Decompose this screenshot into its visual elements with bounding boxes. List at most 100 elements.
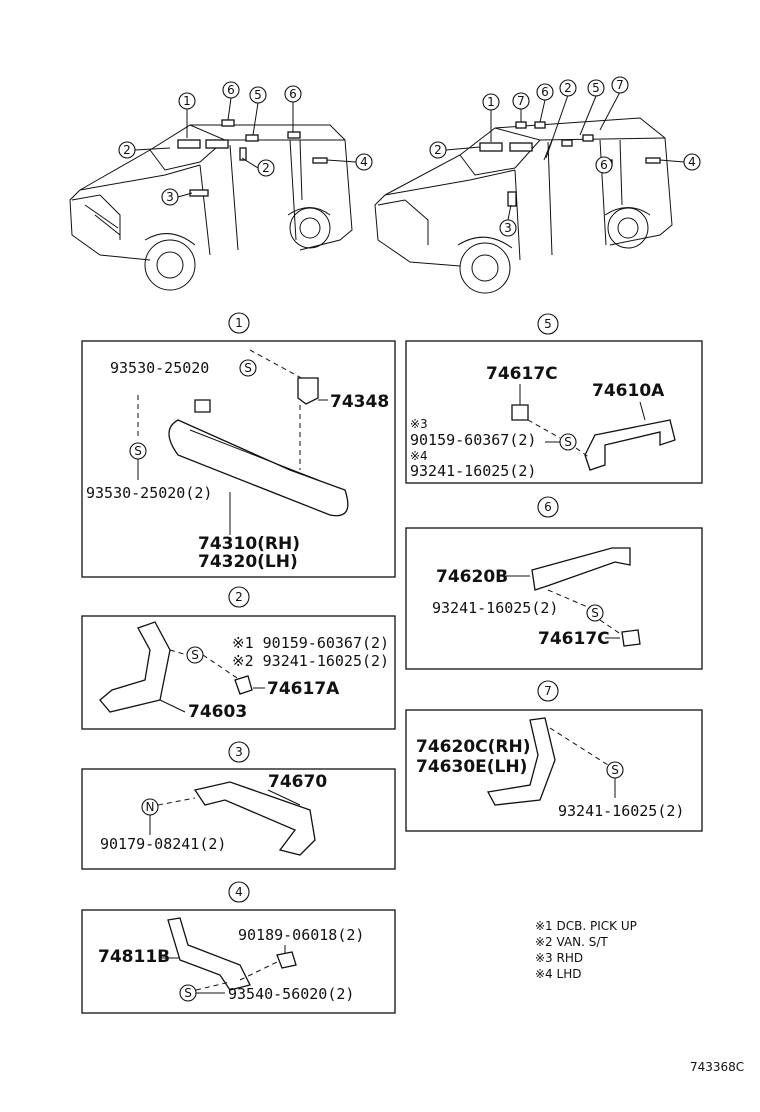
footnote-3: ※3 RHD [535, 951, 583, 965]
section-3-number: 3 [235, 745, 243, 759]
callout-4-label: 4 [360, 155, 368, 169]
left-vehicle-illustration: 1 6 5 6 2 2 4 3 [69, 81, 373, 291]
section-6-number: 6 [544, 500, 552, 514]
note-2-93241-16025-2: ※2 93241-16025(2) [232, 652, 389, 670]
callout-1-label: 1 [487, 95, 495, 109]
part-93241-16025-2: 93241-16025(2) [432, 599, 558, 617]
symbol-s: S [564, 435, 572, 449]
section-2-grip: 2 S ※1 90159-60367(2) ※2 93241-16025(2) … [81, 586, 396, 730]
symbol-n: N [146, 800, 155, 814]
part-74320-lh: 74320(LH) [198, 552, 298, 572]
section-6-box [405, 527, 703, 670]
section-1-number: 1 [235, 316, 243, 330]
callout-7-label: 7 [517, 94, 525, 108]
section-7-box [405, 709, 703, 832]
symbol-s: S [244, 361, 252, 375]
callout-2 [559, 79, 577, 97]
part-74617a: 74617A [267, 679, 340, 699]
callout-6 [284, 85, 302, 103]
symbol-s: S [611, 763, 619, 777]
section-2-box [81, 615, 396, 730]
section-4-number: 4 [235, 885, 243, 899]
part-93530-25020-2: 93530-25020(2) [86, 484, 212, 502]
section-1-box [81, 340, 396, 578]
callout-3-label: 3 [166, 190, 174, 204]
symbol-s: S [591, 606, 599, 620]
callout-6-label: 6 [600, 158, 608, 172]
callout-2-label: 2 [434, 143, 442, 157]
section-5-box [405, 340, 703, 484]
callout-1 [482, 93, 500, 111]
part-93241-16025-2: 93241-16025(2) [558, 802, 684, 820]
part-74670: 74670 [268, 772, 327, 792]
section-3-box [81, 768, 396, 870]
footnotes: ※1 DCB. PICK UP ※2 VAN. S/T ※3 RHD ※4 LH… [535, 919, 637, 981]
section-2-number: 2 [235, 590, 243, 604]
callout-6 [536, 83, 554, 101]
callout-7 [512, 92, 530, 110]
part-74811b: 74811B [98, 947, 170, 967]
part-90179-08241-2: 90179-08241(2) [100, 835, 226, 853]
section-5-grip: 5 74617C 74610A ※3 90159-60367(2) ※4 932… [405, 313, 703, 484]
part-74610a: 74610A [592, 381, 665, 401]
callout-2-label: 2 [262, 161, 270, 175]
section-5-number: 5 [544, 317, 552, 331]
part-93530-25020: 93530-25020 [110, 359, 209, 377]
part-93540-56020-2: 93540-56020(2) [228, 985, 354, 1003]
symbol-s: S [184, 986, 192, 1000]
footnote-2: ※2 VAN. S/T [535, 935, 608, 949]
part-74617c: 74617C [486, 364, 558, 384]
section-4-grip: 4 90189-06018(2) 74811B S 93540-56020(2) [81, 881, 396, 1014]
callout-2-label: 2 [123, 143, 131, 157]
callout-6 [595, 156, 613, 174]
callout-6-label: 6 [541, 85, 549, 99]
note-4-mark: ※4 [410, 449, 428, 463]
callout-2 [429, 141, 447, 159]
part-74630e-lh: 74630E(LH) [416, 757, 527, 777]
callout-4 [355, 153, 373, 171]
symbol-s: S [134, 444, 142, 458]
part-74310-rh: 74310(RH) [198, 534, 300, 554]
part-74617c: 74617C [538, 629, 610, 649]
callout-3-label: 3 [504, 221, 512, 235]
callout-3 [161, 188, 179, 206]
part-74603: 74603 [188, 702, 247, 722]
callout-6 [222, 81, 240, 99]
callout-2-label: 2 [564, 81, 572, 95]
callout-5-label: 5 [254, 88, 262, 102]
note-1-90159-60367-2: ※1 90159-60367(2) [232, 634, 389, 652]
part-74620c-rh: 74620C(RH) [416, 737, 530, 757]
part-74620b: 74620B [436, 567, 508, 587]
callout-4-label: 4 [688, 155, 696, 169]
callout-6-label: 6 [227, 83, 235, 97]
callout-7 [611, 76, 629, 94]
callout-3 [499, 219, 517, 237]
footnote-4: ※4 LHD [535, 967, 581, 981]
callout-5 [587, 79, 605, 97]
note-3-mark: ※3 [410, 417, 428, 431]
callout-7-label: 7 [616, 78, 624, 92]
section-3-assist-grip: 3 74670 N 90179-08241(2) [81, 741, 396, 870]
part-90159-60367-2: 90159-60367(2) [410, 431, 536, 449]
callout-5 [249, 86, 267, 104]
footnote-1: ※1 DCB. PICK UP [535, 919, 637, 933]
part-93241-16025-2: 93241-16025(2) [410, 462, 536, 480]
section-7-number: 7 [544, 684, 552, 698]
part-90189-06018-2: 90189-06018(2) [238, 926, 364, 944]
right-vehicle-illustration: 1 7 6 2 5 7 2 6 4 3 [374, 76, 701, 294]
part-74348: 74348 [330, 392, 389, 412]
callout-2 [257, 159, 275, 177]
callout-4 [683, 153, 701, 171]
callout-1-label: 1 [183, 94, 191, 108]
section-4-box [81, 909, 396, 1014]
diagram-code: 743368C [690, 1060, 744, 1074]
section-7-grip: 7 74620C(RH) 74630E(LH) S 93241-16025(2) [405, 680, 703, 832]
callout-5-label: 5 [592, 81, 600, 95]
section-6-grip: 6 74620B 93241-16025(2) S 74617C [405, 496, 703, 670]
section-1-sun-visor: 1 93530-25020 S 74348 S 93530-25020(2) 7… [81, 312, 396, 578]
callout-1 [178, 92, 196, 110]
callout-2 [118, 141, 136, 159]
callout-6-label: 6 [289, 87, 297, 101]
symbol-s: S [191, 648, 199, 662]
